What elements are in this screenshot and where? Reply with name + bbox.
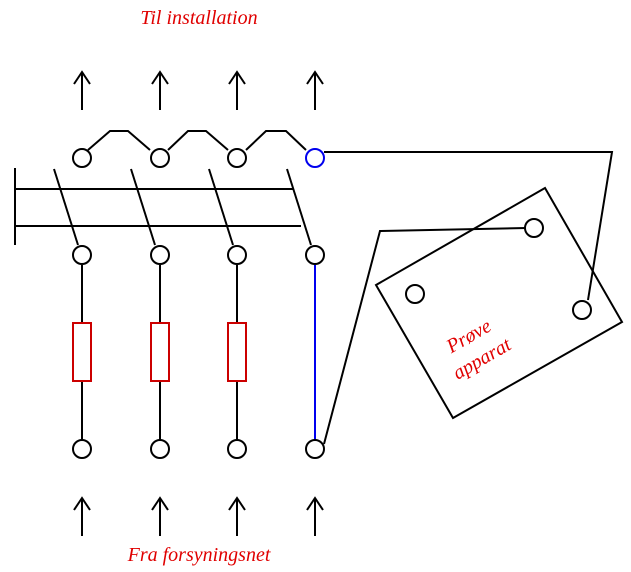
arrow-up-1 <box>73 70 91 110</box>
top-arrows <box>73 70 324 110</box>
terminal-bottom-1 <box>72 439 92 459</box>
switch-blade-3 <box>208 168 234 246</box>
arrow-up-3 <box>228 70 246 110</box>
arrow-up-6 <box>151 496 169 536</box>
switch-assembly <box>14 168 312 246</box>
device-terminal-right <box>572 300 592 320</box>
terminal-top-1 <box>72 148 92 168</box>
top-bridge-wire <box>87 130 307 151</box>
terminal-mid-3 <box>227 245 247 265</box>
wire-to-device-left <box>323 227 527 445</box>
test-device-outline <box>374 186 624 420</box>
terminal-mid-1 <box>72 245 92 265</box>
switch-blade-2 <box>130 168 156 246</box>
label-from-supply: Fra forsyningsnet <box>127 544 271 566</box>
terminal-bottom-4 <box>305 439 325 459</box>
terminal-top-4-highlighted <box>305 148 325 168</box>
fuse-3 <box>227 322 247 382</box>
wire-to-device-right <box>324 151 614 301</box>
label-to-installation: Til installation <box>140 7 257 29</box>
test-device: Prøve apparat <box>374 186 624 420</box>
switch-blade-4 <box>286 168 312 246</box>
fuse-2 <box>150 322 170 382</box>
device-terminal-top <box>524 218 544 238</box>
arrow-up-4 <box>306 70 324 110</box>
bottom-arrows <box>73 496 324 536</box>
device-terminal-left <box>405 284 425 304</box>
fuse-1 <box>72 322 92 382</box>
terminal-top-3 <box>227 148 247 168</box>
switch-blade-1 <box>53 168 79 246</box>
terminal-top-2 <box>150 148 170 168</box>
terminal-bottom-2 <box>150 439 170 459</box>
arrow-up-5 <box>73 496 91 536</box>
terminal-mid-4 <box>305 245 325 265</box>
arrow-up-7 <box>228 496 246 536</box>
arrow-up-8 <box>306 496 324 536</box>
terminal-mid-2 <box>150 245 170 265</box>
terminal-bottom-3 <box>227 439 247 459</box>
arrow-up-2 <box>151 70 169 110</box>
